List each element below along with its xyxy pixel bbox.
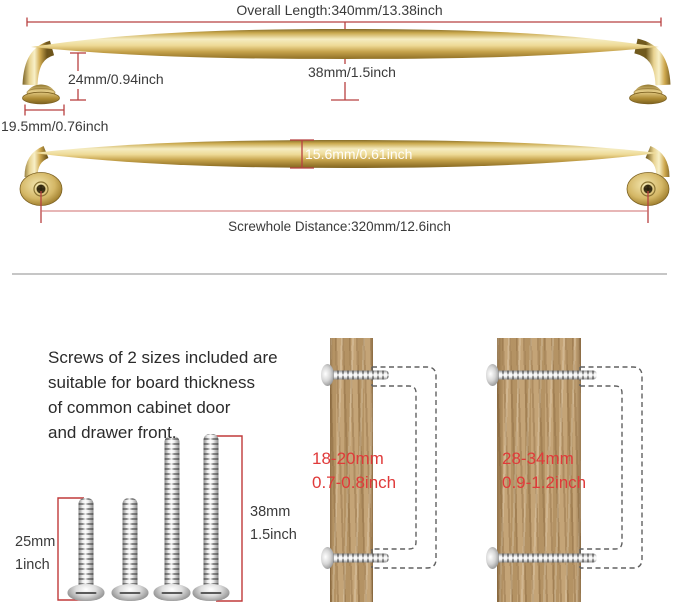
overall-length-dimension-line	[26, 17, 662, 101]
short-screw-label: 25mm 1inch	[15, 534, 56, 573]
screw-shaft	[497, 553, 597, 563]
mounting-screw-thin-top	[321, 364, 389, 386]
handle-side-view	[22, 29, 671, 105]
handle2-right-foot	[626, 172, 670, 206]
thin-board-thickness-label: 18-20mm 0.7-0.8inch	[312, 449, 397, 492]
screw-head	[321, 364, 334, 386]
base-diameter-label: 19.5mm/0.76inch	[1, 118, 109, 134]
long-screw-1	[153, 436, 191, 601]
bar-diameter-dimension-line	[290, 139, 314, 169]
screw-head	[111, 584, 149, 601]
screw-shaft	[332, 370, 389, 380]
screw-shaft	[332, 553, 389, 563]
handle-left-foot	[22, 84, 60, 105]
screws-description: Screws of 2 sizes included are suitable …	[48, 348, 278, 442]
overall-length-label: Overall Length:340mm/13.38inch	[236, 2, 443, 18]
screwhole-distance-dimension-line	[40, 191, 649, 223]
screw-shaft	[78, 498, 94, 590]
long-screw-label: 38mm 1.5inch	[250, 504, 297, 543]
mounting-screw-thin-bottom	[321, 547, 389, 569]
screw-shaft	[122, 498, 138, 590]
handle-right-leg	[633, 38, 671, 86]
handle-right-foot	[629, 84, 667, 105]
projection-label: 24mm/0.94inch	[66, 71, 166, 89]
long-screw-size-bracket	[216, 435, 243, 602]
dashed-handle-outline-thick-board	[579, 366, 643, 569]
screw-shaft	[164, 436, 180, 590]
handle2-bar	[33, 140, 659, 168]
screwhole-distance-label: Screwhole Distance:320mm/12.6inch	[228, 219, 451, 234]
screw-head	[321, 547, 334, 569]
thick-board-thickness-label: 28-34mm 0.9-1.2inch	[502, 449, 587, 492]
bar-diameter-label: 15.6mm/0.61inch	[305, 146, 413, 162]
screw-head	[192, 584, 230, 601]
screw-head	[486, 364, 499, 386]
mounting-screw-thick-bottom	[486, 547, 597, 569]
screw-shaft	[497, 370, 597, 380]
screw-head	[486, 547, 499, 569]
screw-shaft	[203, 434, 219, 590]
handle-left-leg	[22, 40, 55, 86]
short-screw-1	[67, 498, 105, 601]
screw-head	[67, 584, 105, 601]
height-label: 38mm/1.5inch	[306, 64, 398, 82]
long-screw-2	[192, 434, 230, 601]
base-diameter-dimension-line	[24, 104, 65, 116]
short-screw-size-bracket	[57, 497, 84, 601]
mounting-screw-thick-top	[486, 364, 597, 386]
handle-bar	[31, 29, 659, 59]
short-screw-2	[111, 498, 149, 601]
screw-head	[153, 584, 191, 601]
handle-bottom-view	[19, 140, 670, 206]
